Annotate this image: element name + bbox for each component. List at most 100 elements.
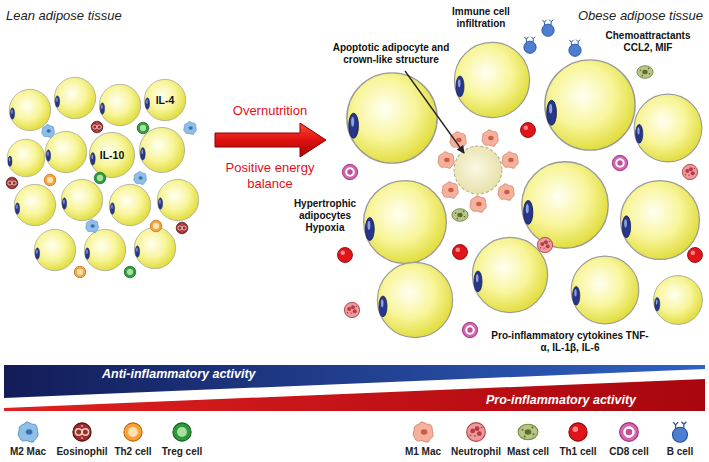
- neutrophil: [344, 302, 359, 317]
- m1-macrophage: [442, 182, 458, 199]
- adipocyte: [377, 262, 452, 337]
- m2-macrophage: [134, 172, 147, 185]
- adipocyte: [109, 184, 150, 225]
- adipocyte: [89, 132, 134, 177]
- mast-cell: [637, 66, 653, 79]
- eosinophil: [6, 177, 18, 189]
- legend-label: B cell: [667, 446, 694, 458]
- legend-icon: [173, 423, 191, 441]
- th2-cell: [150, 220, 162, 232]
- eosinophil: [176, 222, 188, 234]
- obese-tissue: [338, 20, 703, 338]
- legend-icon: [620, 423, 639, 442]
- b-cell: [524, 37, 536, 54]
- m1-macrophage: [498, 184, 514, 201]
- eosinophil: [91, 121, 103, 133]
- adipocyte: [347, 73, 437, 163]
- mast-cell: [452, 209, 468, 222]
- th1-cell: [688, 248, 703, 263]
- adipocyte: [472, 237, 547, 312]
- panel-title: Obese adipose tissue: [578, 8, 703, 24]
- adipocyte: [364, 181, 447, 264]
- adipocyte: [545, 60, 635, 150]
- adipocyte: [144, 79, 185, 120]
- annotation: Pro-inflammatory cytokines TNF-α, IL-1β,…: [490, 330, 650, 354]
- adipocyte: [99, 84, 140, 125]
- neutrophil: [682, 164, 697, 179]
- adipocyte: [54, 77, 95, 118]
- band-fill: [4, 379, 705, 411]
- adipocyte: [9, 89, 50, 130]
- m2-macrophage: [184, 122, 197, 135]
- annotation: Apoptotic adipocyte and crown-like struc…: [330, 42, 452, 66]
- legend-icon: [467, 423, 486, 442]
- treg-cell: [124, 266, 136, 278]
- adipocyte: [654, 276, 703, 325]
- band-label: Pro-inflammatory activity: [486, 393, 636, 408]
- b-cell: [569, 40, 581, 57]
- apoptotic-adipocyte: [454, 146, 502, 194]
- legend-icon: [124, 423, 142, 441]
- th2-cell: [44, 174, 56, 186]
- cd8-cell: [612, 155, 627, 170]
- adipocyte: [134, 227, 175, 268]
- neutrophil: [537, 237, 552, 252]
- adipocyte: [14, 184, 55, 225]
- annotation: Chemoattractants CCL2, MIF: [598, 30, 698, 54]
- th1-cell: [453, 245, 468, 260]
- cd8-cell: [342, 164, 357, 179]
- annotation: Hypertrophic adipocytes Hypoxia: [286, 198, 364, 234]
- legend-icon: [413, 422, 433, 442]
- legend-label: Th2 cell: [114, 446, 151, 458]
- m1-macrophage: [502, 152, 518, 169]
- legend-icon: [569, 423, 587, 441]
- th1-cell: [521, 123, 536, 138]
- adipocyte: [571, 256, 639, 324]
- process-label: Positive energy balance: [215, 160, 325, 191]
- adipocyte: [139, 127, 184, 172]
- legend-label: CD8 cell: [609, 446, 648, 458]
- legend-label: M2 Mac: [10, 446, 46, 458]
- adipocyte: [7, 139, 45, 177]
- legend-icons: [18, 422, 687, 442]
- legend-icon: [673, 422, 688, 442]
- adipocyte: [34, 229, 75, 270]
- m1-macrophage: [482, 130, 498, 147]
- b-cell: [542, 20, 554, 37]
- th1-cell: [338, 248, 353, 263]
- cytokine-label: IL-10: [100, 149, 125, 162]
- panel-title: Lean adipose tissue: [6, 8, 122, 24]
- transition-arrow: [215, 123, 326, 157]
- m1-macrophage: [438, 152, 454, 169]
- legend-label: M1 Mac: [405, 446, 441, 458]
- legend-icon: [518, 424, 538, 439]
- treg-cell: [94, 172, 106, 184]
- legend-label: Eosinophil: [56, 446, 107, 458]
- treg-cell: [137, 122, 149, 134]
- annotation: Immune cell infiltration: [440, 6, 522, 30]
- m2-macrophage: [86, 220, 99, 233]
- adipocyte: [157, 179, 198, 220]
- lean-tissue: [6, 77, 198, 277]
- process-label: Overnutrition: [233, 103, 307, 119]
- band-label: Anti-inflammatory activity: [102, 367, 256, 382]
- adipocyte: [522, 162, 608, 248]
- adipocyte: [454, 42, 529, 117]
- legend-icon: [18, 422, 38, 442]
- m2-macrophage: [42, 125, 55, 138]
- legend-icon: [73, 423, 91, 441]
- cytokine-label: IL-4: [156, 94, 175, 107]
- adipocyte: [634, 94, 702, 162]
- adipocyte: [61, 179, 102, 220]
- legend-label: Neutrophil: [451, 446, 501, 458]
- legend-label: Mast cell: [507, 446, 549, 458]
- th2-cell: [74, 266, 86, 278]
- gradient-band: Pro-inflammatory activity: [4, 365, 705, 411]
- adipocyte: [84, 229, 125, 270]
- cd8-cell: [462, 322, 477, 337]
- m1-macrophage: [470, 196, 486, 213]
- legend-label: Th1 cell: [559, 446, 596, 458]
- legend-label: Treg cell: [162, 446, 203, 458]
- leader-line: [405, 71, 464, 153]
